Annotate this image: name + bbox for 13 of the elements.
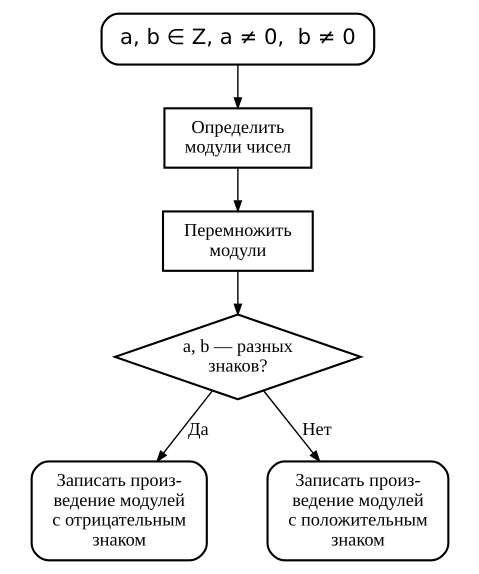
edge-label: Нет — [302, 419, 332, 440]
arrow — [232, 64, 242, 110]
arrow — [262, 390, 320, 463]
node-box: Записать произ- ведение модулей с отрицательным знаком — [30, 460, 208, 562]
node-box: Определить модули чисел — [162, 107, 312, 169]
node-box: Записать произ- ведение модулей с положительным знаком — [266, 460, 449, 562]
node-box: a, b ∈ Z, a ≠ 0, b ≠ 0 — [100, 12, 375, 66]
arrow — [155, 390, 212, 463]
node-diamond: a, b — разных знаков? — [111, 313, 364, 400]
arrow — [232, 168, 242, 213]
arrow — [232, 271, 242, 316]
node-box: Перемножить модули — [161, 210, 314, 272]
edge-label: Да — [187, 419, 208, 440]
